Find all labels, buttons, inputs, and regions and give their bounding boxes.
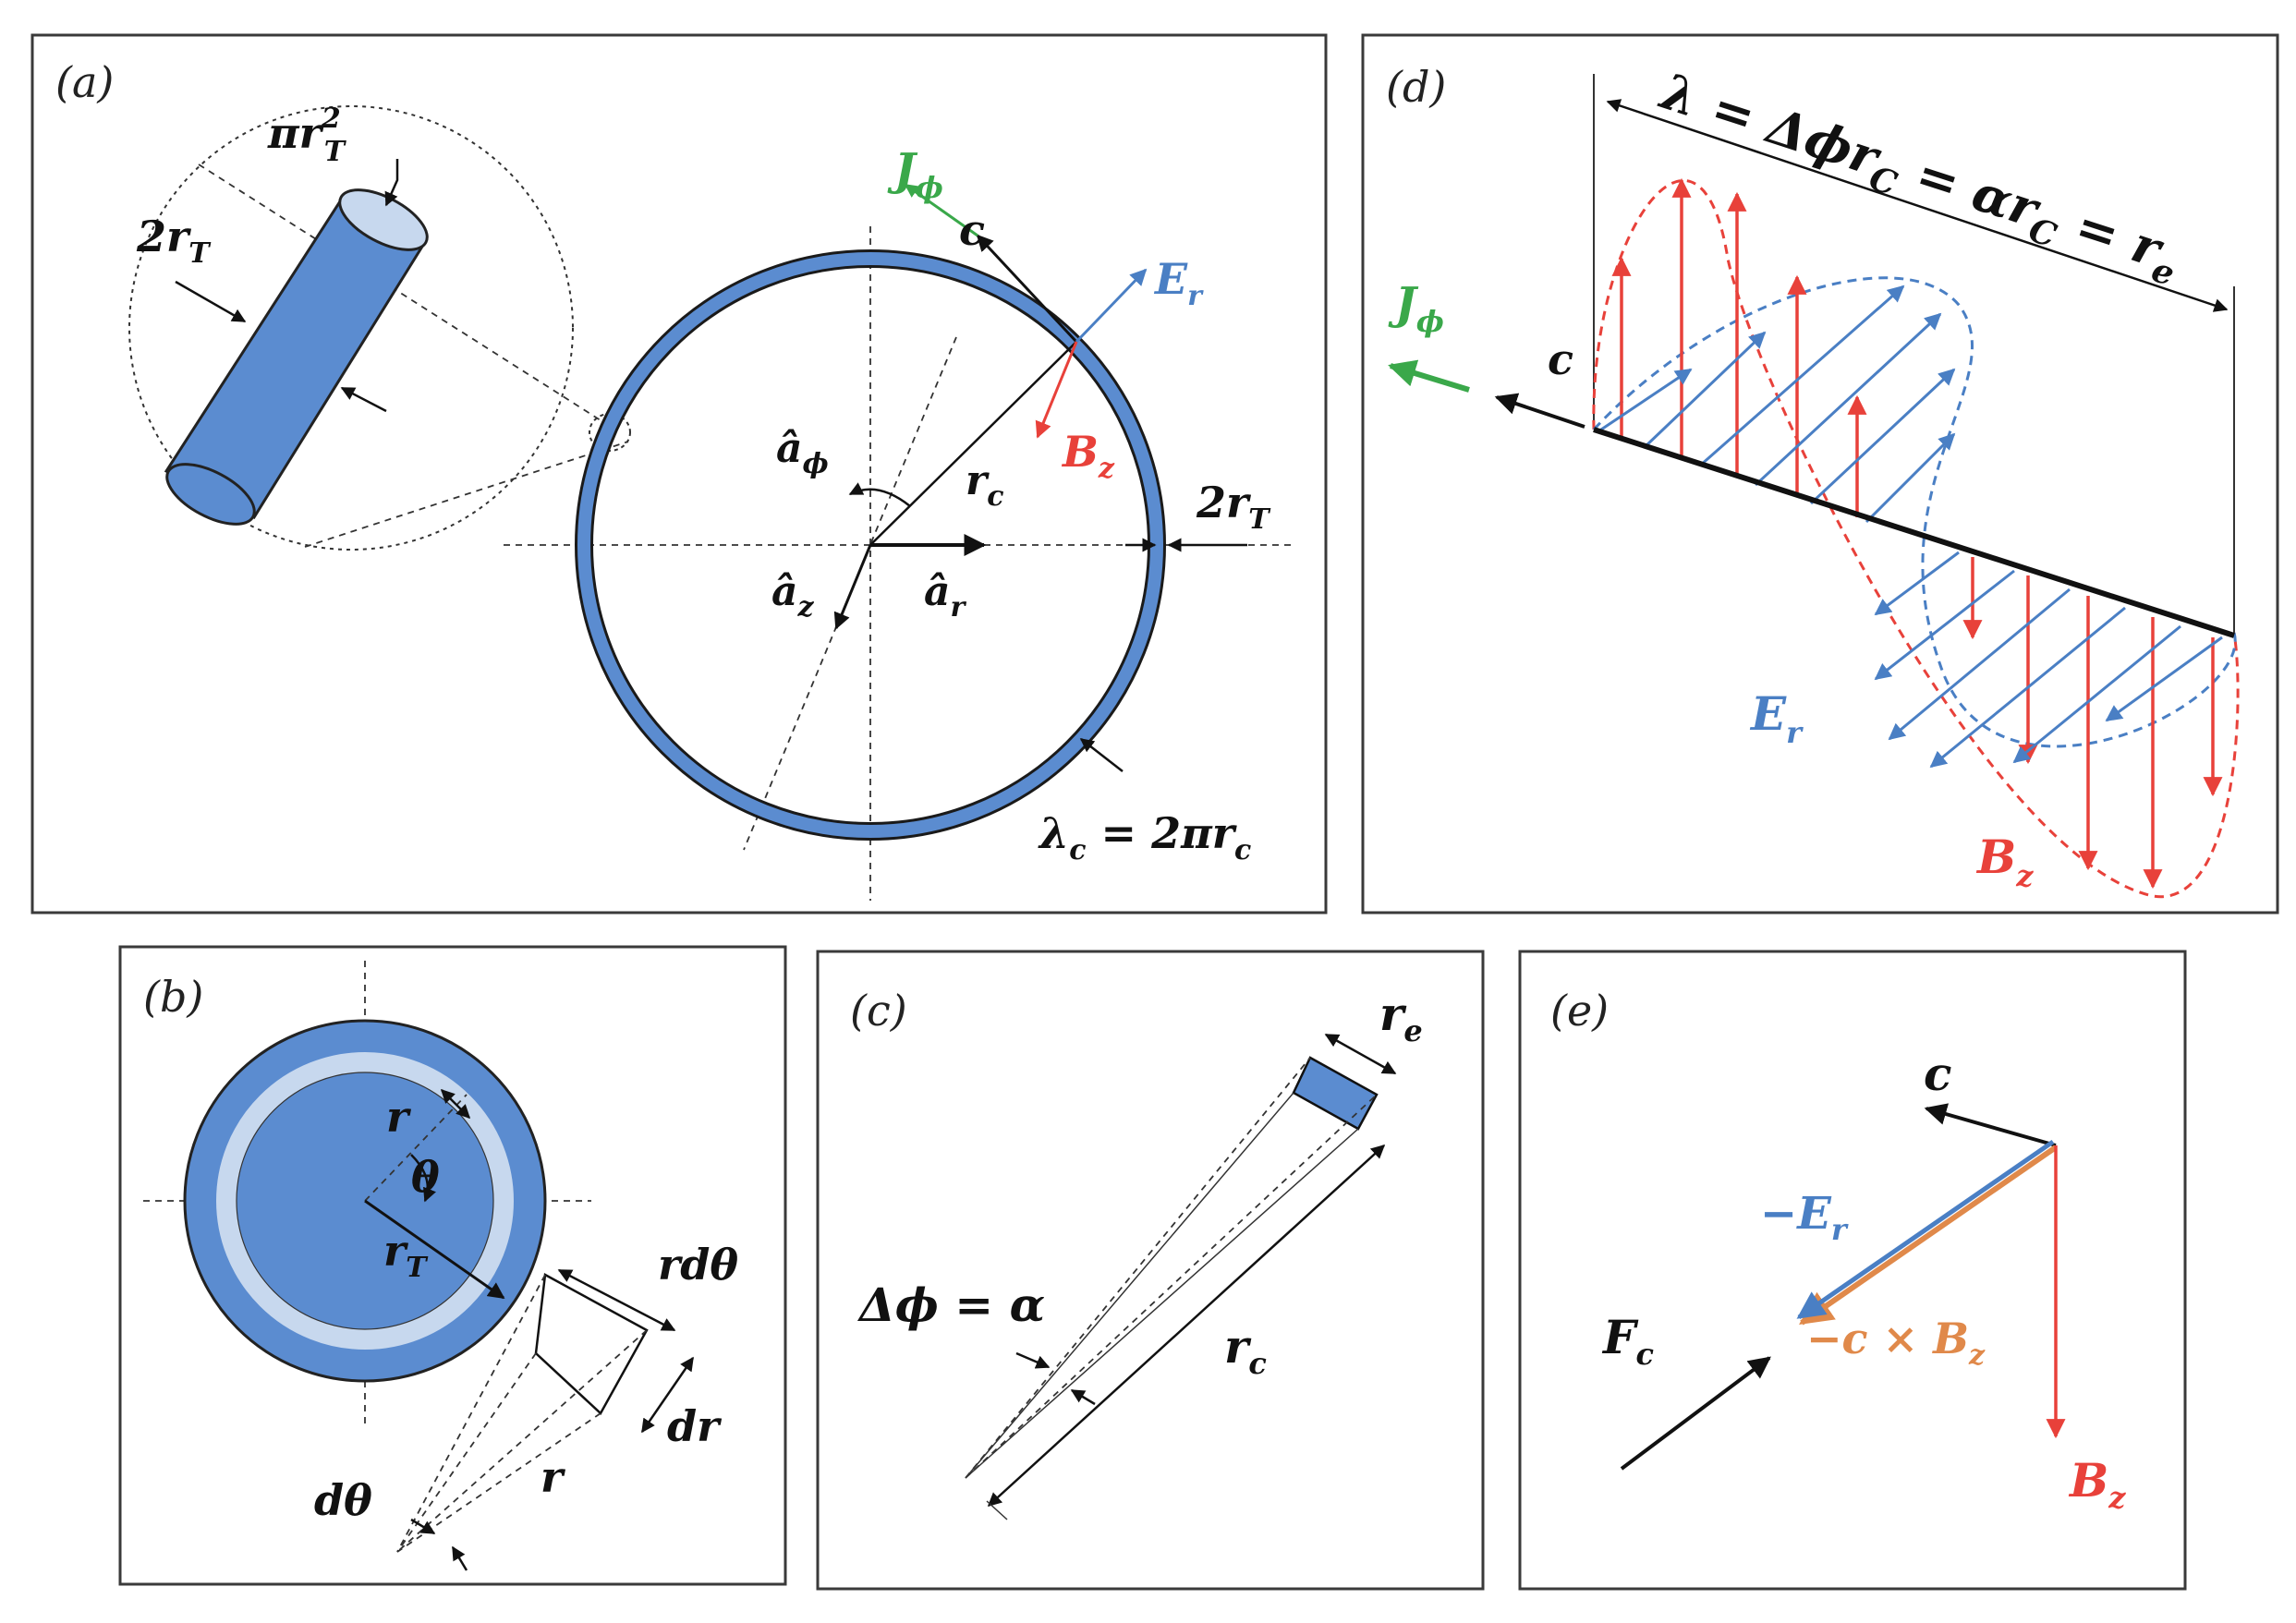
- dtheta-arrow-1: [410, 1518, 436, 1535]
- e-r-label: Er: [1153, 254, 1204, 312]
- lambda-c-arrow: [1079, 738, 1124, 772]
- lambda-c-label: λc = 2πrc: [1038, 808, 1251, 866]
- cross-product-label: −c × Bz: [1806, 1314, 1986, 1372]
- b-z-label: Bz: [1061, 427, 1115, 485]
- r-label: r: [386, 1092, 412, 1142]
- radius-rc-line: [869, 341, 1077, 546]
- zoom-circle: [128, 105, 574, 551]
- r-e-label: re: [1379, 987, 1423, 1048]
- er-envelope: [1592, 276, 2237, 748]
- zoom-line-top: [198, 164, 601, 421]
- panel-a-label: (a): [55, 57, 114, 107]
- panel-b-label: (b): [143, 972, 203, 1022]
- alpha-arrow-1: [1015, 1351, 1051, 1369]
- neg-e-r-vector: [1796, 1139, 2055, 1320]
- a-r-label: âr: [924, 568, 967, 624]
- pi-rt2-arrow: [384, 159, 399, 207]
- r-c-ext: [986, 1500, 1008, 1520]
- a-z-vector: [833, 544, 872, 630]
- f-c-vector: [1620, 1356, 1771, 1471]
- neg-c-cross-bz-vector: [1799, 1145, 2058, 1326]
- rdtheta-dimension: [557, 1268, 676, 1332]
- dtheta-arrow-2: [451, 1545, 468, 1571]
- element-ray-1: [396, 1352, 537, 1553]
- r-e-dimension: [1324, 1033, 1397, 1075]
- er-arrows: [1597, 285, 2223, 769]
- bz-envelope: [1592, 178, 2240, 898]
- panel-c-label: (c): [850, 986, 907, 1036]
- 2rt-arrow-right: [340, 386, 387, 413]
- e-r-label-d: Er: [1749, 686, 1804, 750]
- propagation-axis: [1593, 427, 2235, 638]
- j-phi-vector-d: [1388, 359, 1470, 393]
- b-z-label-e: Bz: [2068, 1453, 2126, 1515]
- rdtheta-label: rdθ: [658, 1240, 738, 1290]
- a-z-label: âz: [771, 568, 815, 624]
- panel-d-label: (d): [1386, 62, 1446, 112]
- r-c-dimension: [987, 1144, 1386, 1508]
- annulus-inner-edge: [236, 1072, 494, 1330]
- bz-arrows: [1611, 177, 2223, 890]
- panel-e: (e) c −Er −c × Bz Fc Bz: [1518, 950, 2187, 1591]
- b-z-vector: [1035, 341, 1078, 439]
- e-r-vector: [1075, 268, 1148, 344]
- panel-c: (c) re Δϕ = α rc: [816, 950, 1485, 1591]
- r-c-label-c: rc: [1224, 1319, 1267, 1381]
- j-phi-vector: [904, 183, 978, 237]
- zoom-line-bottom: [304, 441, 629, 548]
- annulus-ring: [216, 1052, 514, 1350]
- c-vector-e: [1924, 1103, 2057, 1147]
- panel-d: (d) λ = ΔϕrC = αrC = re: [1361, 33, 2279, 914]
- a-phi-arc: [848, 482, 911, 507]
- r-c-label: rc: [966, 457, 1003, 513]
- dr-label: dr: [667, 1401, 723, 1451]
- dtheta-label: dθ: [314, 1475, 372, 1525]
- c-label: c: [959, 205, 985, 255]
- c-vector-d: [1494, 393, 1585, 429]
- c-label-e: c: [1924, 1047, 1951, 1101]
- r-t-label: rT: [383, 1226, 429, 1284]
- wire-cylinder: [164, 188, 429, 526]
- r-t-vector: [364, 1199, 505, 1300]
- alpha-arrow-2: [1070, 1388, 1096, 1406]
- c-vector: [976, 234, 1078, 344]
- element-ray-4: [396, 1329, 648, 1553]
- 2rt-arrow-left: [175, 280, 247, 323]
- theta-arc: [410, 1154, 436, 1203]
- panel-b: (b) r θ rT rdθ dr dθ r: [118, 945, 787, 1586]
- panel-e-label: (e): [1550, 986, 1609, 1036]
- theta-label: θ: [411, 1152, 440, 1202]
- b-z-label-d: Bz: [1975, 830, 2034, 893]
- 2rt-ring-label: 2rT: [1196, 478, 1271, 536]
- a-phi-label: âϕ: [776, 425, 829, 480]
- delta-phi-label: Δϕ = α: [856, 1278, 1045, 1332]
- ring-wire: [577, 252, 1163, 838]
- element-ray-3: [396, 1274, 546, 1553]
- 2rt-label-left: 2rT: [136, 212, 212, 270]
- dr-dimension: [640, 1356, 695, 1434]
- f-c-label: Fc: [1601, 1310, 1654, 1372]
- annulus-dr-marker: [440, 1088, 471, 1120]
- r-bottom-label: r: [541, 1452, 566, 1502]
- c-label-d: c: [1548, 334, 1573, 384]
- neg-e-r-label: −Er: [1760, 1188, 1849, 1247]
- lambda-dimension: [1606, 99, 2229, 312]
